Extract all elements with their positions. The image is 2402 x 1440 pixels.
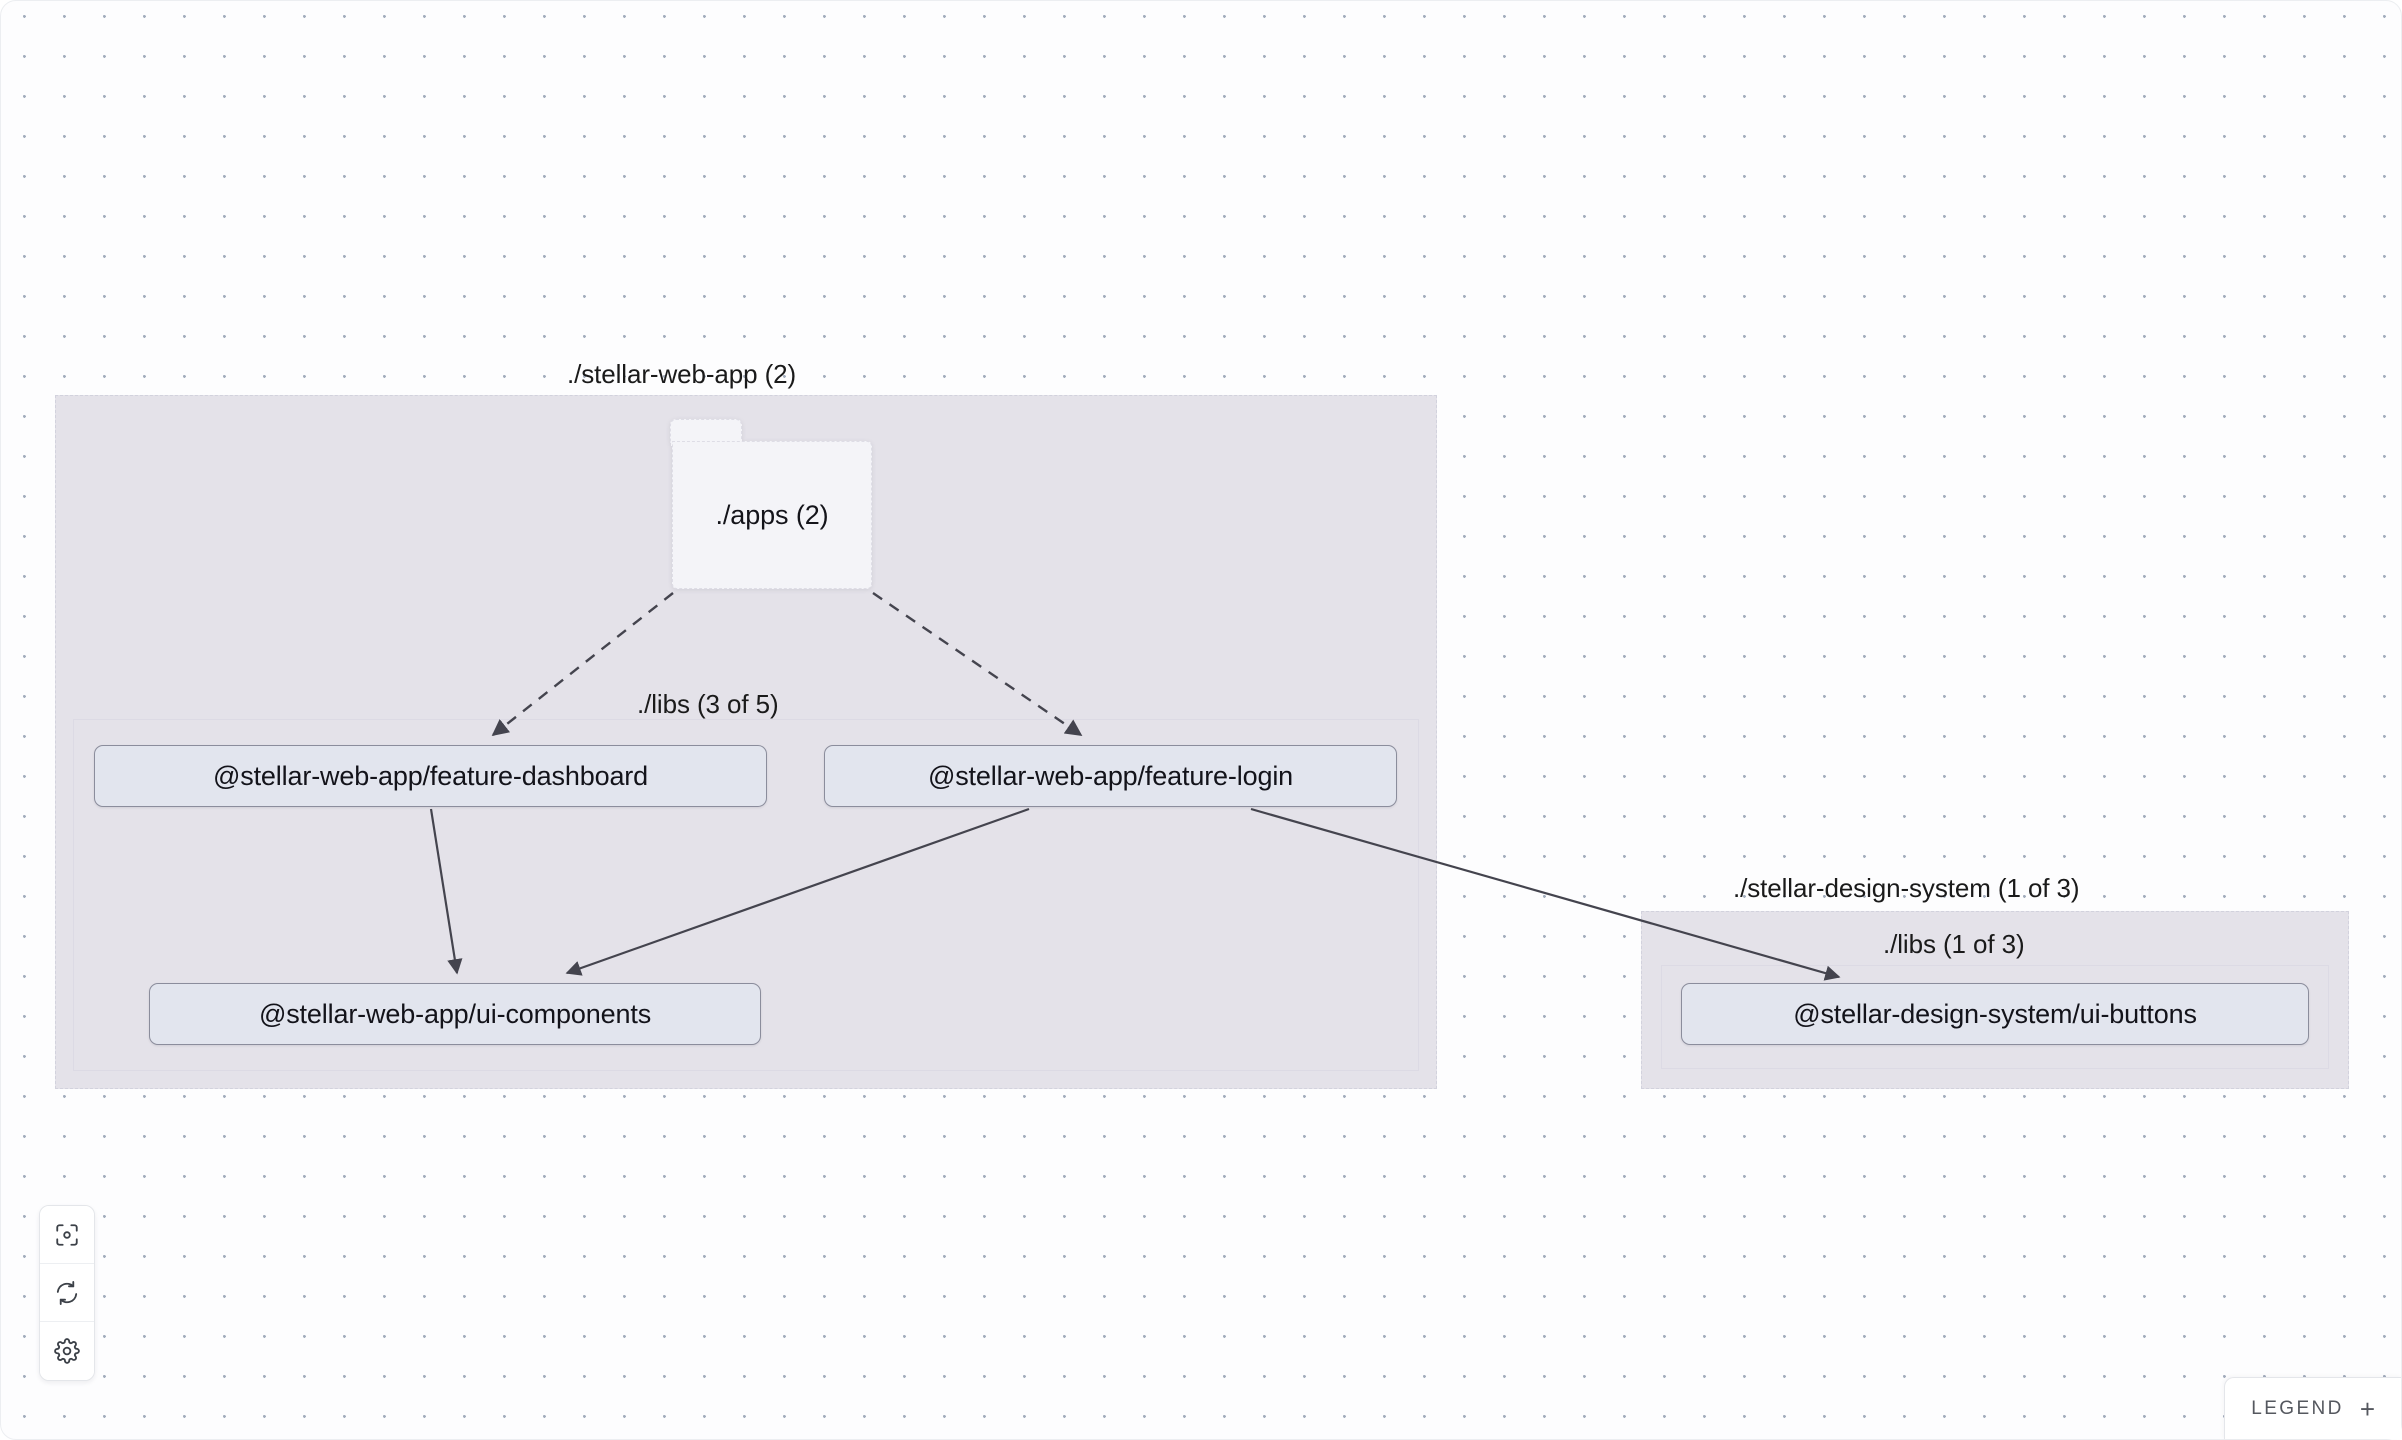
folder-node-label: ./apps (2) [715, 499, 829, 530]
group-label-stellar-web-app: ./stellar-web-app (2) [567, 359, 797, 389]
legend-label: LEGEND [2251, 1397, 2344, 1419]
graph-settings-button[interactable] [40, 1322, 94, 1380]
group-stellar-design-system-libs[interactable] [1661, 965, 2329, 1069]
canvas-toolbar [39, 1205, 95, 1381]
plus-icon: + [2359, 1393, 2375, 1424]
group-label-stellar-design-system-libs: ./libs (1 of 3) [1883, 929, 2025, 959]
refresh-graph-button[interactable] [40, 1264, 94, 1322]
node-feature-dashboard[interactable]: @stellar-web-app/feature-dashboard [94, 745, 767, 807]
node-label-feature-dashboard: @stellar-web-app/feature-dashboard [212, 760, 649, 791]
legend-button[interactable]: LEGEND + [2224, 1377, 2401, 1439]
node-label-feature-login: @stellar-web-app/feature-login [927, 760, 1294, 791]
node-feature-login[interactable]: @stellar-web-app/feature-login [824, 745, 1397, 807]
group-label-stellar-web-app-libs: ./libs (3 of 5) [637, 689, 779, 719]
node-label-ui-components: @stellar-web-app/ui-components [258, 998, 652, 1029]
node-ui-components[interactable]: @stellar-web-app/ui-components [149, 983, 761, 1045]
folder-node-apps[interactable]: ./apps (2) [670, 419, 872, 589]
folder-tab-icon [670, 419, 743, 446]
gear-icon [54, 1338, 80, 1364]
node-label-ui-buttons: @stellar-design-system/ui-buttons [1793, 998, 2197, 1029]
focus-graph-button[interactable] [40, 1206, 94, 1264]
refresh-icon [54, 1280, 80, 1306]
node-ui-buttons[interactable]: @stellar-design-system/ui-buttons [1681, 983, 2309, 1045]
focus-target-icon [54, 1222, 80, 1248]
group-label-stellar-design-system: ./stellar-design-system (1 of 3) [1733, 873, 2080, 903]
